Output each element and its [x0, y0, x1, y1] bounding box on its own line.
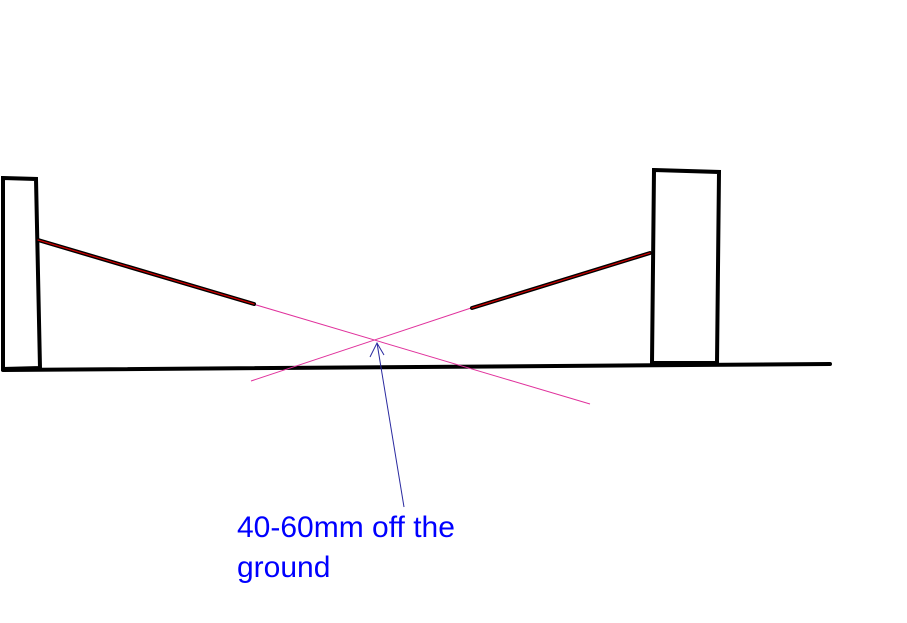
height-annotation: 40-60mm off the ground [237, 508, 537, 588]
left-post [1, 175, 43, 372]
annotation-line-2: ground [237, 551, 331, 584]
left-arm [36, 238, 256, 306]
pointer-arrow [369, 341, 405, 508]
right-post [649, 167, 722, 365]
right-sight-line [250, 307, 472, 382]
left-sight-line [252, 303, 591, 405]
annotation-line-1: 40-60mm off the [237, 511, 455, 544]
right-arm [470, 251, 652, 310]
